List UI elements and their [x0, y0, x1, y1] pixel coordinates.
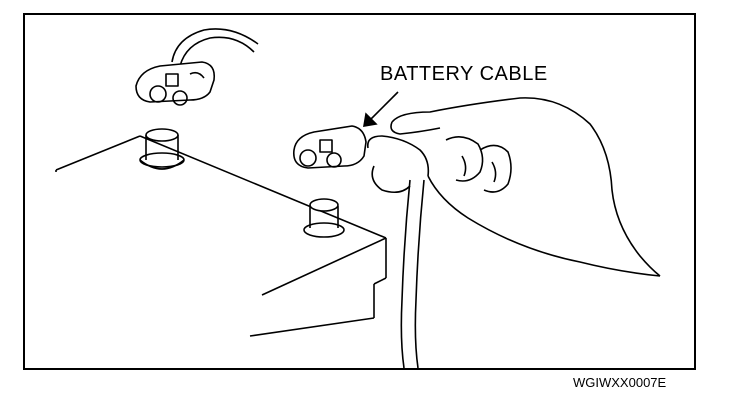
- battery: [55, 128, 387, 337]
- battery-cable-label: BATTERY CABLE: [380, 63, 548, 85]
- hand: [366, 97, 661, 277]
- illustration-frame: [23, 13, 696, 370]
- figure-code: WGIWXX0007E: [573, 375, 667, 390]
- battery-post: [303, 198, 345, 238]
- cable-terminal: [292, 125, 367, 169]
- cable-terminal: [135, 28, 259, 106]
- callout-arrow: [363, 91, 399, 127]
- battery-cable-wire: [400, 179, 425, 369]
- battery-post: [139, 128, 185, 170]
